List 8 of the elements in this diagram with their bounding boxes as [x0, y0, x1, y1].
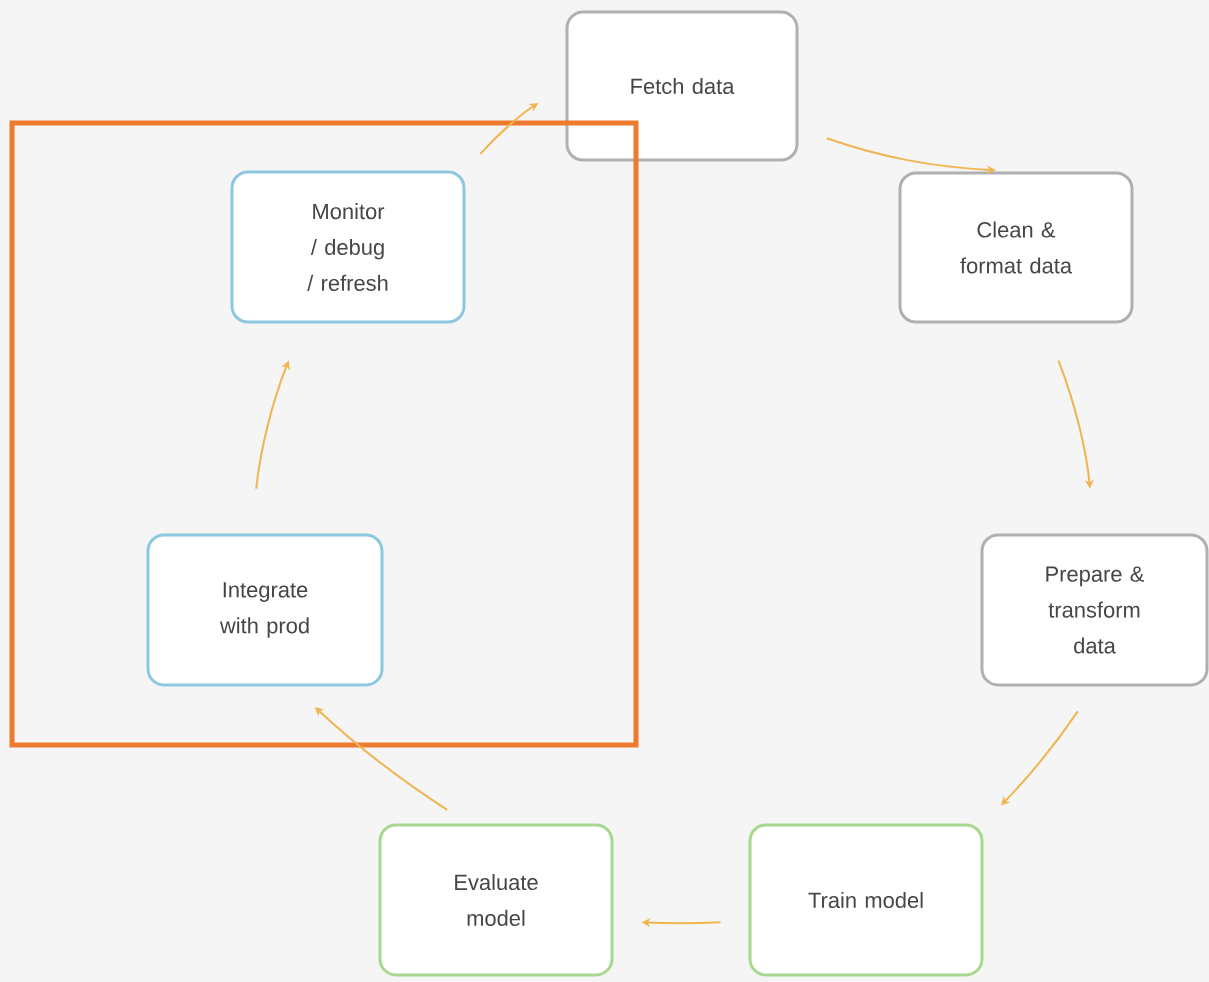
- process-box: Integrate with prod: [146, 533, 384, 687]
- process-box: Monitor / debug / refresh: [230, 170, 466, 324]
- process-box: Prepare & transform data: [980, 533, 1209, 687]
- highlight-frame: [9, 120, 639, 748]
- process-box: Fetch data: [565, 10, 799, 162]
- process-box: Clean & format data: [898, 171, 1134, 324]
- process-box: Evaluate model: [378, 823, 614, 977]
- process-box: Train model: [748, 823, 984, 977]
